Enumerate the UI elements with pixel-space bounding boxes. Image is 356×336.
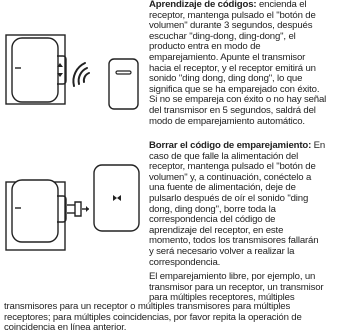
erase-body: En caso de que falle la alimentación del… — [149, 140, 326, 268]
free-pairing-intro: El emparejamiento libre, por ejemplo, un… — [149, 271, 324, 304]
learning-body: encienda el receptor, mantenga pulsado e… — [149, 0, 327, 127]
erase-paragraph: Borrar el código de emparejamiento: En c… — [149, 140, 356, 268]
reset-diagram — [5, 164, 140, 251]
transmitter — [108, 58, 139, 110]
volume-button-icon — [57, 55, 67, 85]
plug-arrow-icon — [67, 201, 89, 217]
pairing-diagram — [5, 34, 139, 110]
free-pairing-continuation: transmisores para un receptor o múltiple… — [4, 301, 302, 334]
learning-heading: Aprendizaje de códigos: — [149, 0, 257, 10]
learning-paragraph: Aprendizaje de códigos: encienda el rece… — [149, 0, 356, 127]
erase-heading: Borrar el código de emparejamiento: — [149, 140, 312, 151]
wifi-signal-icon — [72, 62, 90, 87]
receiver — [11, 179, 59, 243]
receiver — [11, 37, 59, 103]
